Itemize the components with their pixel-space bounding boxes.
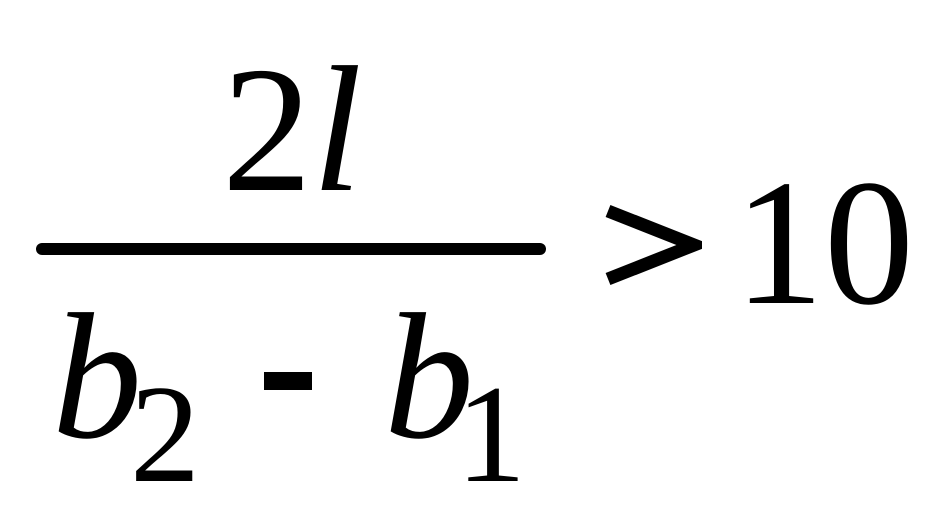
numerator: 2l bbox=[222, 40, 362, 220]
right-hand-side: 10 bbox=[734, 143, 914, 342]
fraction-bar bbox=[36, 243, 546, 255]
numerator-variable: l bbox=[312, 30, 363, 229]
denominator-term1-base: b bbox=[52, 277, 142, 476]
denominator-term2-subscript: 1 bbox=[456, 357, 526, 512]
minus-operator bbox=[264, 372, 312, 390]
denominator-term2-base: b bbox=[384, 277, 474, 476]
numerator-coefficient: 2 bbox=[222, 30, 312, 229]
denominator-term1-subscript: 2 bbox=[130, 357, 200, 512]
greater-than-symbol bbox=[605, 204, 702, 286]
